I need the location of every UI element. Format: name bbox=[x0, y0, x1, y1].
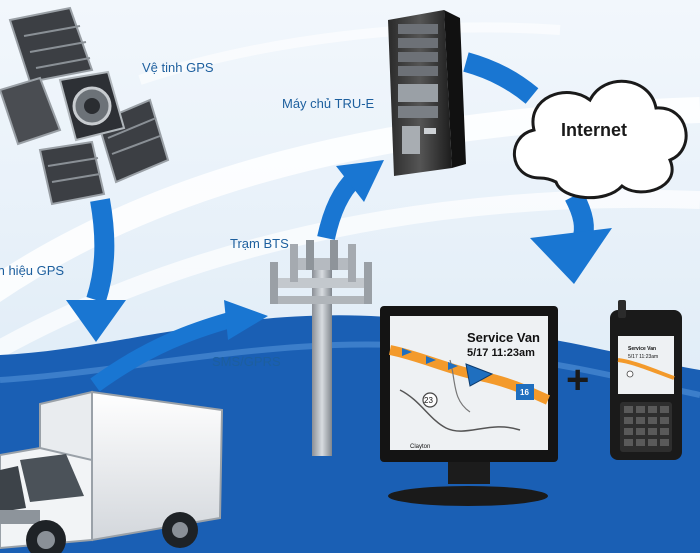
server-tower-icon bbox=[388, 10, 466, 176]
server-label: Máy chủ TRU-E bbox=[282, 96, 375, 111]
map-town-label: Clayton bbox=[410, 444, 431, 450]
cell-tower-icon bbox=[270, 240, 372, 456]
plus-sign: + bbox=[566, 358, 590, 402]
internet-label: Internet bbox=[560, 120, 627, 140]
arrow-server-to-internet bbox=[463, 52, 539, 104]
truck-icon bbox=[0, 390, 224, 553]
satellite-label: Vệ tinh GPS bbox=[142, 60, 214, 75]
map-vehicle-title: Service Van bbox=[467, 330, 540, 345]
bts-label: Trạm BTS bbox=[230, 236, 289, 251]
map-route-23: 23 bbox=[424, 396, 433, 405]
monitor-icon bbox=[380, 306, 558, 506]
phone-vehicle-title: Service Van bbox=[628, 346, 657, 352]
arrow-internet-to-monitor bbox=[530, 191, 612, 284]
cloud-icon bbox=[512, 79, 688, 200]
satellite-icon bbox=[0, 6, 170, 206]
arrow-bts-to-server bbox=[317, 160, 384, 240]
arrow-truck-to-bts bbox=[90, 300, 268, 392]
map-timestamp: 5/17 11:23am bbox=[467, 347, 535, 359]
smartphone-icon bbox=[610, 300, 682, 460]
phone-timestamp: 5/17 11:23am bbox=[628, 354, 659, 360]
arrow-satellite-to-truck bbox=[66, 198, 126, 342]
map-route-16: 16 bbox=[520, 388, 529, 397]
gps-signal-label: ín hiệu GPS bbox=[0, 263, 65, 278]
swoosh-arc bbox=[138, 22, 561, 85]
sms-gprs-label: SMS/GPRS bbox=[212, 354, 281, 369]
